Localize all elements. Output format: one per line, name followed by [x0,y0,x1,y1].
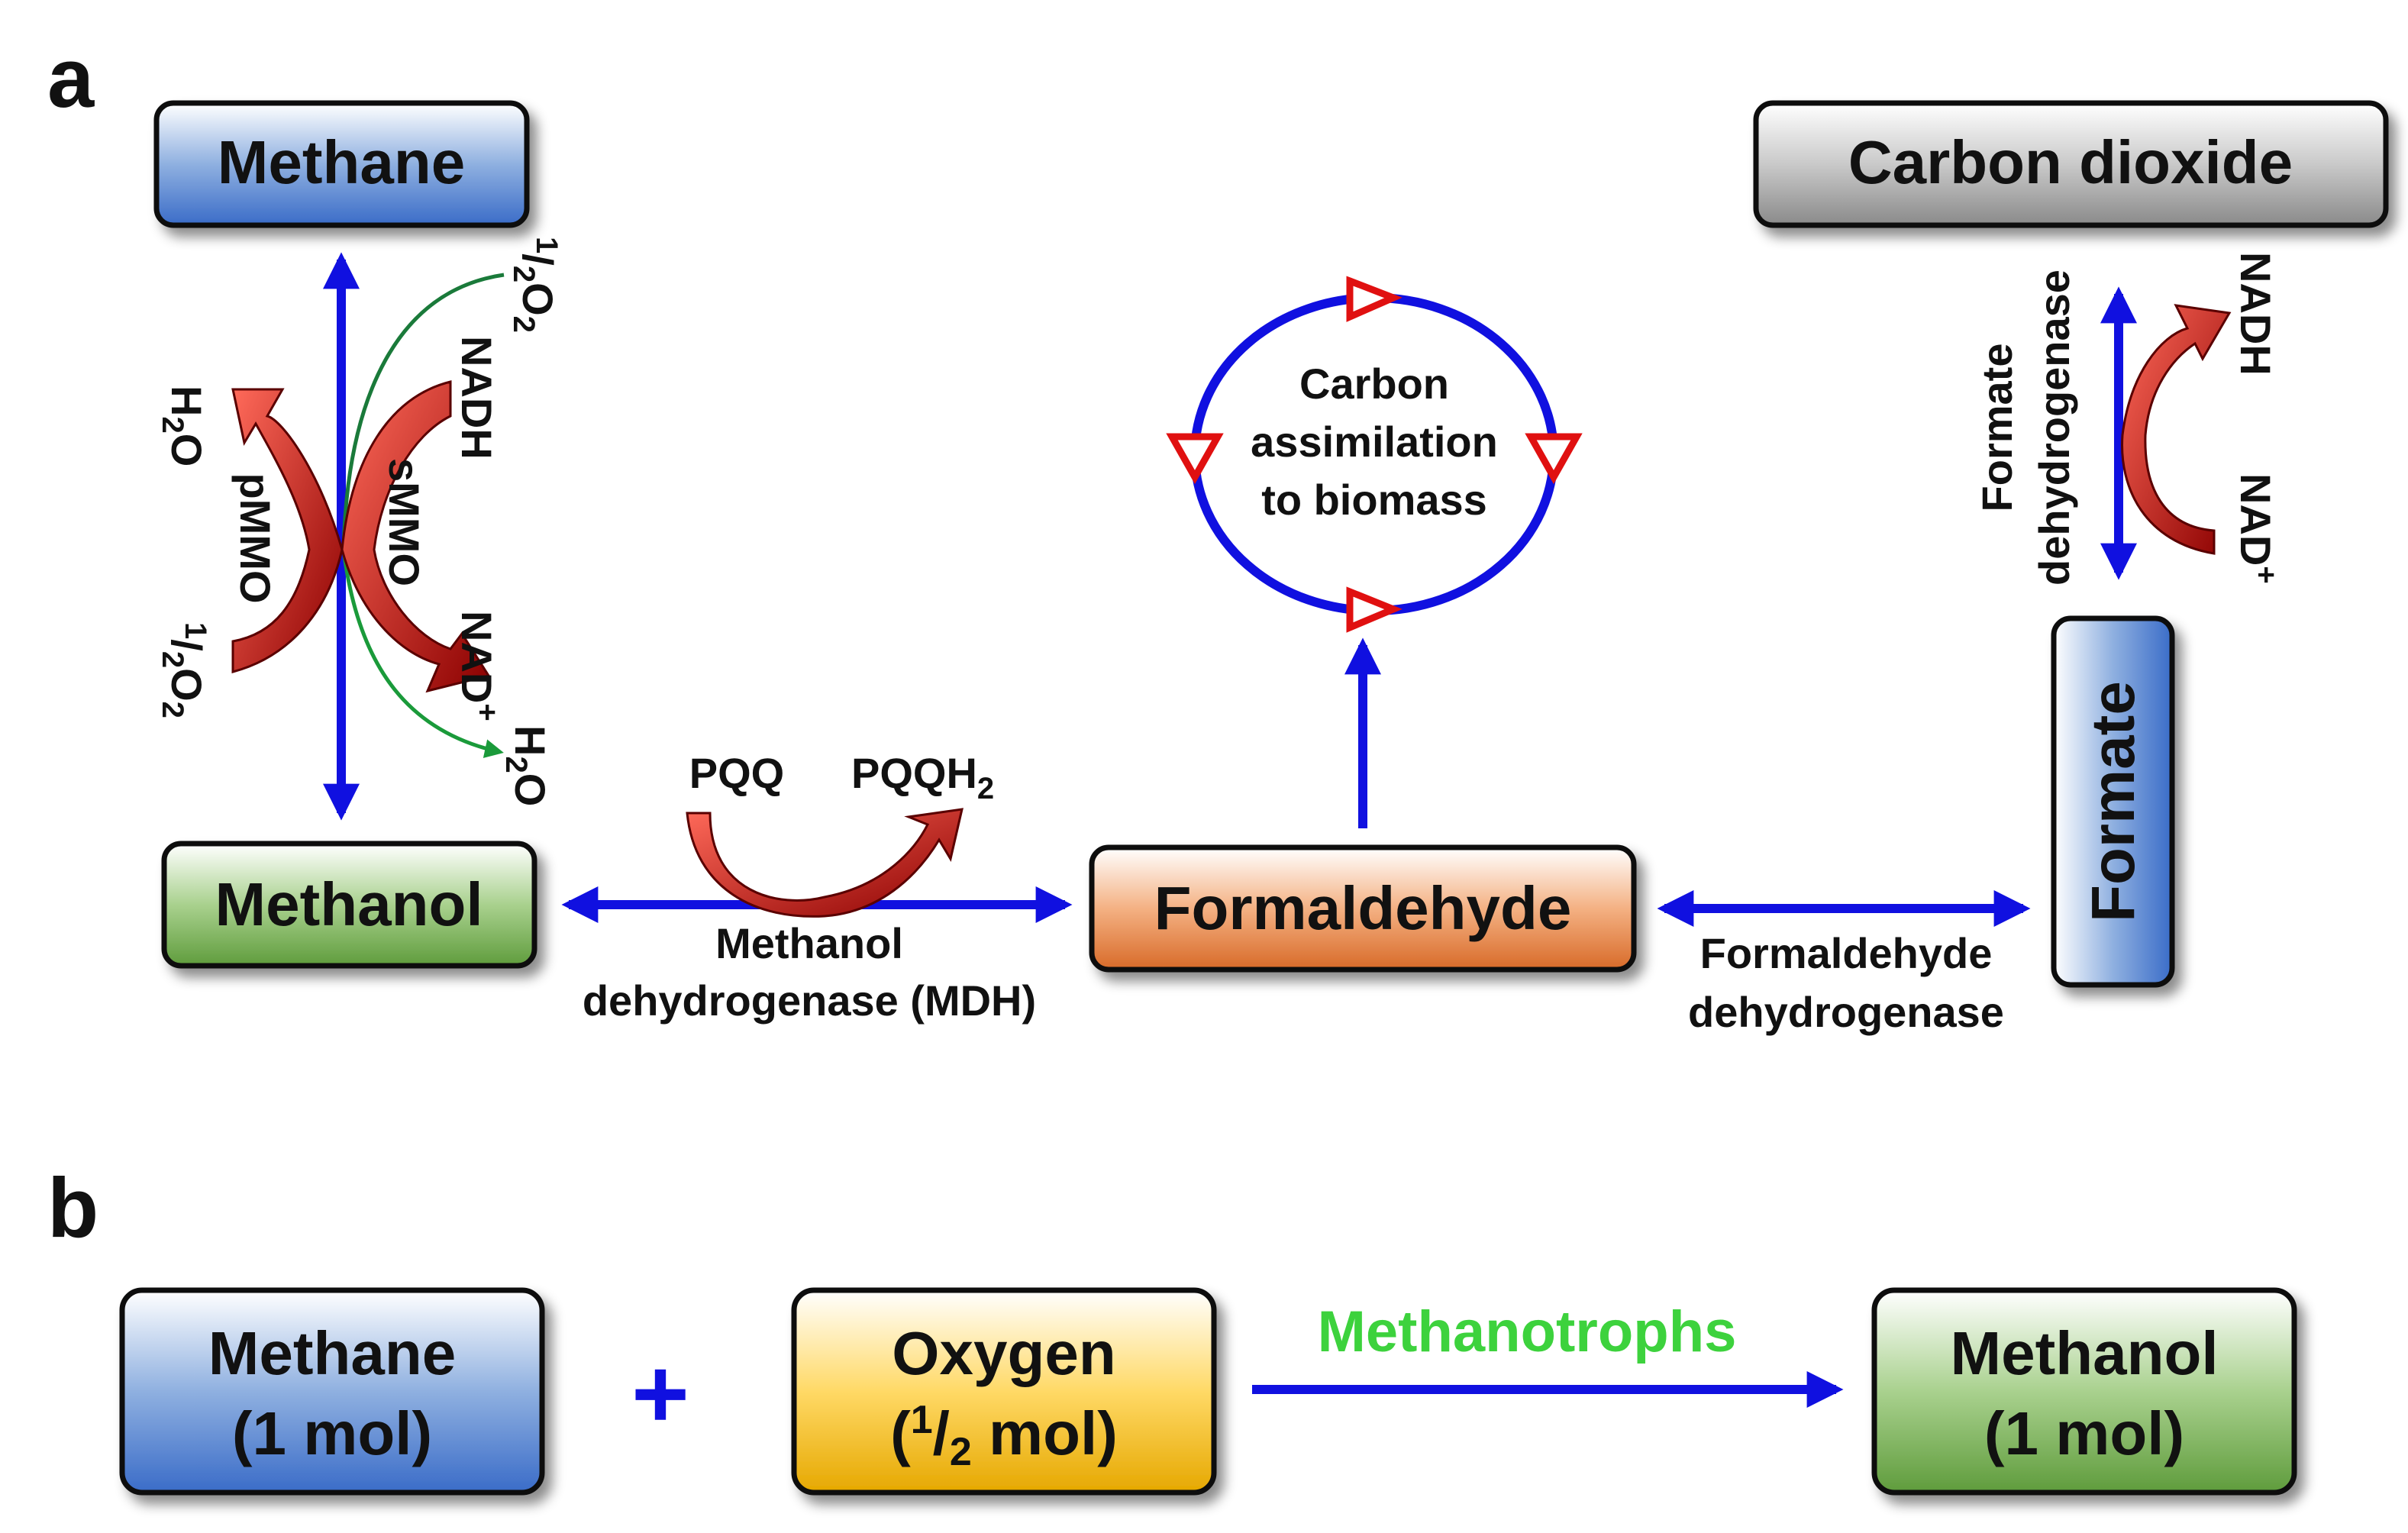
methanol-1mol-line1: Methanol [1950,1319,2218,1387]
svg-text:1/2O2: 1/2O2 [156,622,212,718]
svg-text:NAD+: NAD+ [2232,473,2283,584]
pqq-red-arrow [686,808,964,918]
methanol-box: Methanol [161,841,537,969]
h2o-out-curve [341,549,504,758]
methanol-label: Methanol [215,870,483,938]
carbon-assimilation-cycle: Carbon assimilation to biomass [1166,276,1583,633]
mdh-label-line1: Methanol [715,919,903,967]
carbon-dioxide-label: Carbon dioxide [1848,128,2293,196]
formaldehyde-label: Formaldehyde [1154,874,1572,942]
nadh-left-label: NADH [453,336,501,460]
panel-b-label: b [47,1161,98,1255]
panel-a-label: a [47,31,95,125]
methanol-1mol-line2: (1 mol) [1984,1399,2184,1467]
h2o-left-label: H2O [156,386,211,466]
formate-label: Formate [2079,681,2147,922]
svg-text:1/2O2: 1/2O2 [507,237,563,333]
formaldehyde-box: Formaldehyde [1089,844,1637,973]
svg-text:sMMO: sMMO [380,458,428,586]
methanotrophs-label: Methanotrophs [1318,1299,1737,1364]
fdh-label-line2: dehydrogenase [2030,269,2078,586]
svg-text:NAD+: NAD+ [453,611,504,721]
mdh-label-line2: dehydrogenase (MDH) [583,976,1036,1025]
cycle-label-line2: assimilation [1251,418,1498,466]
svg-text:H2O: H2O [499,725,554,806]
oxygen-line1: Oxygen [892,1319,1115,1387]
h2o-bottom-label: H2O [499,725,554,806]
half-o2-top-label: 1/2O2 [507,237,563,333]
oxygen-line2: (1/2 mol) [890,1398,1118,1474]
nad-plus-left-label: NAD+ [453,611,504,721]
cycle-label-line3: to biomass [1261,476,1487,524]
fdh-label-line1: Formate [1973,344,2021,512]
svg-text:NADH: NADH [453,336,501,460]
nad-plus-right-label: NAD+ [2232,473,2283,584]
oxygen-half-mol-box: Oxygen (1/2 mol) [791,1287,1217,1496]
pqqh2-label: PQQH2 [851,749,994,805]
cycle-label-line1: Carbon [1299,360,1449,408]
svg-text:dehydrogenase: dehydrogenase [2030,269,2078,586]
formate-box: Formate [2051,615,2175,988]
svg-text:NADH: NADH [2232,252,2280,376]
o2-in-curve [341,273,505,550]
methane-label: Methane [218,128,466,196]
svg-text:H2O: H2O [156,386,211,466]
plus-sign: + [631,1338,689,1449]
methane-1mol-line2: (1 mol) [232,1399,432,1467]
nadh-right-label: NADH [2232,252,2280,376]
svg-text:pMMO: pMMO [231,473,279,603]
pqq-label: PQQ [689,749,784,797]
fald-label-line1: Formaldehyde [1700,929,1993,977]
smmo-label: sMMO [380,458,428,586]
methane-box: Methane [153,100,530,228]
methane-1mol-line1: Methane [208,1319,457,1387]
pmmo-label: pMMO [231,473,279,603]
pmmo-red-arrow [231,388,344,673]
half-o2-left-label: 1/2O2 [156,622,212,718]
svg-text:Formate: Formate [1973,344,2021,512]
fald-label-line2: dehydrogenase [1688,988,2004,1036]
carbon-dioxide-box: Carbon dioxide [1753,100,2389,228]
methane-1mol-box: Methane (1 mol) [119,1287,545,1496]
methanol-1mol-box: Methanol (1 mol) [1871,1287,2297,1496]
smmo-red-arrow [341,380,491,693]
fdh-red-arrow [2121,304,2232,555]
